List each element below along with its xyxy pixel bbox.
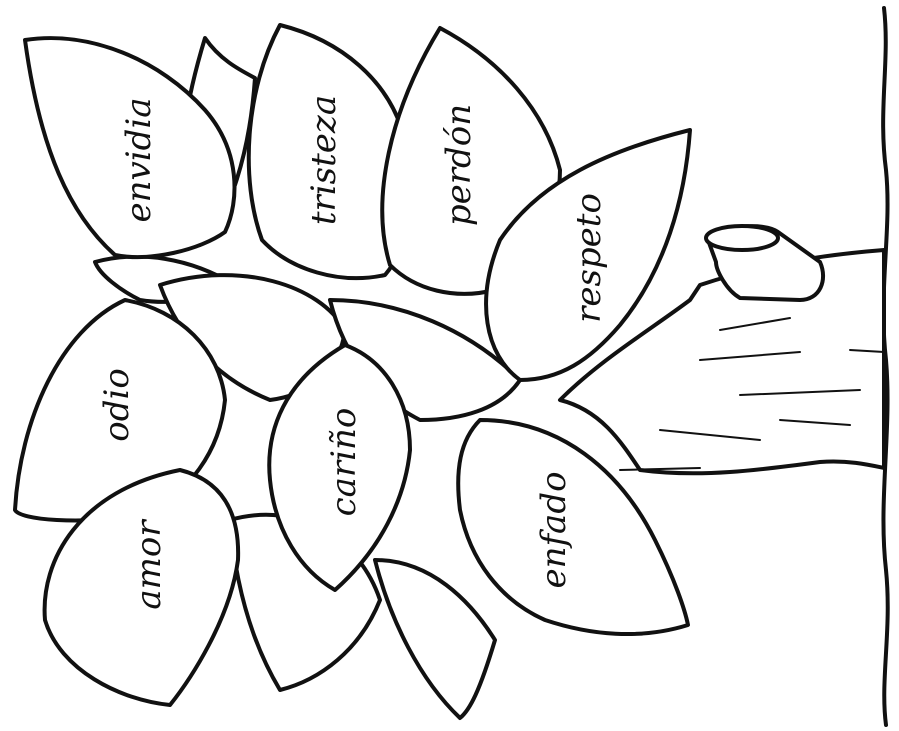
leaf-label-tristeza: tristeza [304,95,344,225]
leaf-label-envidia: envidia [119,97,159,222]
stump-top [706,226,778,250]
leaf-label-respeto: respeto [569,193,609,323]
leaf-label-odio: odio [97,368,137,442]
leaf-label-perdon: perdón [439,104,479,226]
leaf-label-amor: amor [129,519,169,610]
leaf-label-enfado: enfado [534,471,574,588]
leaf-label-carino: cariño [324,408,364,517]
leaf-blank-5 [375,560,495,718]
